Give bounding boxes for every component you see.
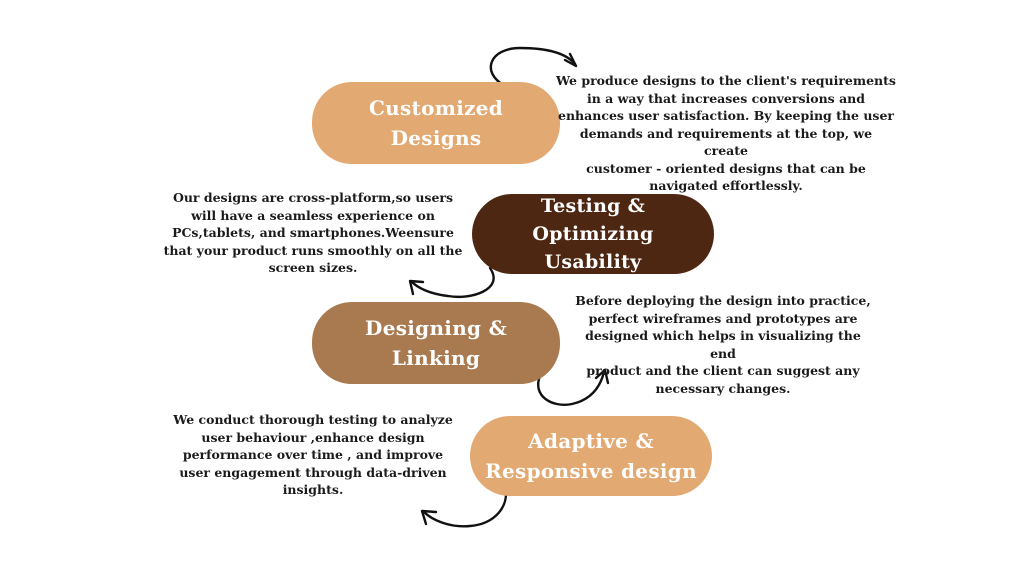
step-pill-testing-optimizing: Testing & Optimizing Usability: [472, 194, 714, 274]
step-title: Adaptive & Responsive design: [485, 429, 697, 483]
step-description-designing-linking: Before deploying the design into practic…: [575, 293, 871, 396]
step-pill-customized-designs: Customized Designs: [312, 82, 560, 164]
step-title: Testing & Optimizing Usability: [532, 195, 654, 273]
step-description-customized-designs: We produce designs to the client's requi…: [556, 73, 896, 193]
step-title: Designing & Linking: [365, 316, 507, 370]
step-description-adaptive-responsive: We conduct thorough testing to analyze u…: [173, 412, 453, 497]
step-pill-adaptive-responsive: Adaptive & Responsive design: [470, 416, 712, 496]
step-pill-designing-linking: Designing & Linking: [312, 302, 560, 384]
step-title: Customized Designs: [368, 96, 504, 150]
step-description-testing-optimizing: Our designs are cross-platform,so users …: [163, 190, 463, 275]
